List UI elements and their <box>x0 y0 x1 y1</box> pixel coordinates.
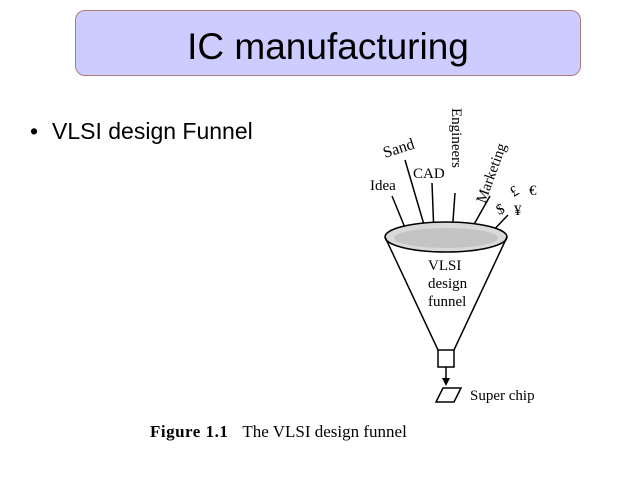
funnel-mouth-inner <box>394 228 498 248</box>
input-label-engineers: Engineers <box>448 108 464 168</box>
input-label-idea: Idea <box>370 178 396 194</box>
figure-caption-text: The VLSI design funnel <box>242 422 407 441</box>
output-label: Super chip <box>470 388 535 404</box>
figure-number: Figure 1.1 <box>150 422 229 441</box>
funnel-label-line2: design <box>428 276 468 292</box>
bullet-item: • VLSI design Funnel <box>30 118 253 145</box>
funnel-spout <box>437 350 455 368</box>
currency-euro: € <box>529 183 537 199</box>
bullet-marker: • <box>30 118 39 144</box>
currency-pound: £ <box>508 183 523 201</box>
currency-dollar: $ <box>494 201 508 219</box>
currency-yen: ¥ <box>514 203 522 219</box>
figure-caption: Figure 1.1 The VLSI design funnel <box>150 422 407 442</box>
funnel-label-line1: VLSI <box>428 258 461 274</box>
title-box: IC manufacturing <box>75 10 581 76</box>
input-label-cad: CAD <box>413 166 445 182</box>
input-label-sand: Sand <box>381 136 417 162</box>
funnel-body <box>384 236 508 351</box>
chip-icon <box>434 387 463 403</box>
slide-title: IC manufacturing <box>187 26 469 67</box>
funnel-label-line3: funnel <box>428 294 466 310</box>
input-label-marketing: Marketing <box>474 141 511 206</box>
bullet-text: VLSI design Funnel <box>52 118 253 144</box>
